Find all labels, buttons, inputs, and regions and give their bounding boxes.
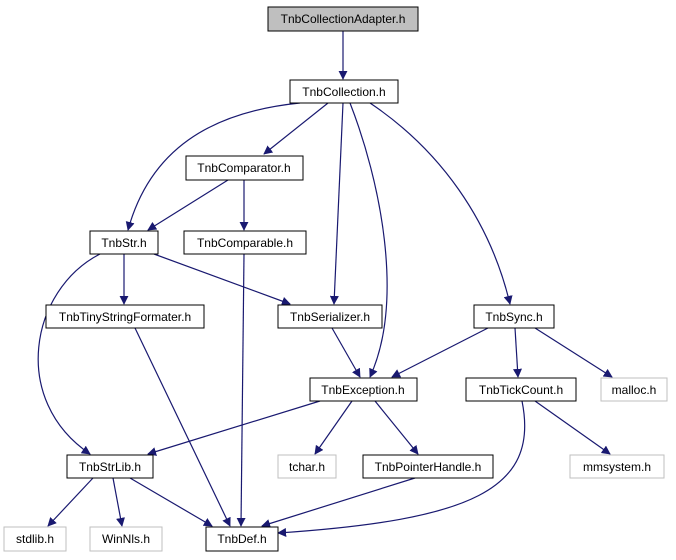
node-malloc[interactable]: malloc.h [600, 377, 668, 402]
edge-str-serializer [153, 253, 291, 306]
node-comparable[interactable]: TnbComparable.h [183, 230, 307, 255]
node-label: TnbException.h [321, 383, 404, 397]
node-label: TnbSerializer.h [290, 310, 370, 324]
edge-comparator-str [147, 179, 229, 231]
edge-tickcount-mmsystem [534, 400, 611, 455]
edge-tinyfmt-def [134, 327, 231, 527]
edge-collection-sync [369, 102, 513, 305]
edge-str-strlib [37, 253, 101, 455]
node-label: TnbSync.h [485, 310, 542, 324]
edge-exception-strlib [147, 400, 321, 456]
edge-comparable-def [236, 253, 246, 527]
node-label: WinNls.h [102, 532, 150, 546]
node-mmsystem[interactable]: mmsystem.h [569, 454, 665, 479]
node-label: TnbPointerHandle.h [375, 460, 482, 474]
edge-exception-tchar [314, 400, 353, 455]
edge-strlib-stdlib [47, 477, 94, 527]
node-label: TnbComparator.h [197, 161, 290, 175]
node-exception[interactable]: TnbException.h [309, 377, 418, 402]
node-adapter[interactable]: TnbCollectionAdapter.h [267, 6, 419, 32]
edge-collection-comparator [263, 102, 329, 155]
node-label: TnbCollectionAdapter.h [281, 12, 406, 26]
edge-strlib-def [129, 477, 213, 527]
node-label: TnbCollection.h [302, 85, 385, 99]
edge-collection-str [125, 102, 301, 231]
edge-strlib-winnls [112, 477, 125, 527]
node-tinyfmt[interactable]: TnbTinyStringFormater.h [45, 304, 205, 329]
node-label: mmsystem.h [583, 460, 651, 474]
node-def[interactable]: TnbDef.h [205, 526, 279, 552]
node-label: TnbTinyStringFormater.h [59, 310, 191, 324]
node-tickcount[interactable]: TnbTickCount.h [465, 377, 577, 402]
edges [37, 31, 613, 537]
edge-tickcount-def [277, 400, 526, 537]
node-label: TnbTickCount.h [479, 383, 563, 397]
node-stdlib[interactable]: stdlib.h [3, 526, 67, 552]
node-label: malloc.h [612, 383, 657, 397]
node-label: TnbStr.h [101, 236, 146, 250]
node-strlib[interactable]: TnbStrLib.h [66, 454, 154, 479]
edge-sync-tickcount [513, 327, 522, 378]
node-label: TnbDef.h [217, 532, 266, 546]
node-comparator[interactable]: TnbComparator.h [185, 155, 304, 181]
node-label: stdlib.h [16, 532, 54, 546]
edge-collection-serializer [329, 102, 344, 305]
node-serializer[interactable]: TnbSerializer.h [277, 304, 383, 329]
node-label: tchar.h [289, 460, 325, 474]
edge-pointerhandle-def [261, 477, 416, 528]
edge-sync-exception [391, 327, 489, 378]
edge-serializer-exception [331, 327, 361, 378]
node-label: TnbComparable.h [197, 236, 293, 250]
node-label: TnbStrLib.h [79, 460, 141, 474]
node-sync[interactable]: TnbSync.h [473, 304, 555, 329]
edge-collection-exception [349, 102, 388, 378]
node-collection[interactable]: TnbCollection.h [289, 79, 399, 104]
node-pointerhandle[interactable]: TnbPointerHandle.h [362, 454, 494, 479]
node-tchar[interactable]: tchar.h [277, 454, 337, 479]
node-winnls[interactable]: WinNls.h [89, 526, 163, 552]
edge-exception-pointerhandle [374, 400, 419, 455]
edge-sync-malloc [534, 327, 613, 378]
node-str[interactable]: TnbStr.h [89, 230, 159, 255]
